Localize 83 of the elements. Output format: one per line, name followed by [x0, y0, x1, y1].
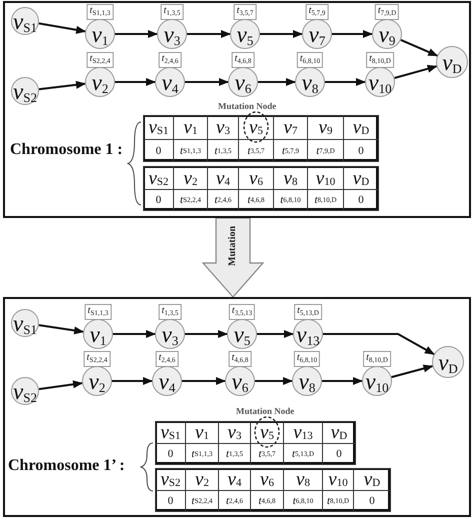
caption-text: Mutation Node: [236, 406, 294, 416]
panel: [3, 1, 471, 218]
arrow: [391, 364, 434, 378]
weight-label: t$_{8,10,D}$: [363, 351, 391, 367]
arrow: [257, 330, 294, 338]
weight-label: t$_{4,6,8}$: [228, 351, 252, 367]
arrow: [115, 30, 158, 38]
node-circle: v$_{4}$: [152, 366, 182, 396]
block-arrow: [202, 217, 264, 298]
arrow: [113, 330, 156, 338]
weight-label: t$_{S2,2,4}$: [86, 52, 114, 68]
weight-label: t$_{3,5,7}$: [234, 4, 256, 20]
caption-text: Mutation Node: [218, 101, 276, 111]
node-circle: v$_{S1}$: [11, 309, 39, 337]
node-circle: v$_{6}$: [225, 366, 255, 396]
arrow: [394, 64, 438, 79]
node-circle: v$_{8}$: [295, 67, 325, 97]
weight-label: t$_{5,7,9}$: [306, 4, 328, 20]
weight-label: t$_{6,8,10}$: [296, 52, 324, 68]
weight-label: t$_{5,13,D}$: [294, 304, 322, 320]
node-circle: v$_{13}$: [293, 319, 323, 349]
arrow: [258, 78, 296, 86]
table-cell: 0: [353, 490, 391, 512]
table-cell: 0: [155, 443, 186, 465]
chromosome-label: Chromosome 1 :: [10, 141, 123, 159]
arrow: [38, 324, 84, 334]
arrow: [323, 333, 435, 356]
node-circle: v$_{1}$: [83, 319, 113, 349]
node-circle: v$_{5}$: [227, 319, 257, 349]
arrow: [185, 330, 228, 338]
table-cell: 0: [143, 189, 174, 211]
arrow: [38, 80, 86, 90]
arrow: [260, 30, 303, 38]
node-circle: v$_{D}$: [436, 46, 468, 78]
weight-label: t$_{7,9,D}$: [374, 4, 400, 20]
node-circle: v$_{10}$: [362, 366, 392, 396]
weight-label: t$_{S2,2,4}$: [84, 351, 110, 367]
weight-label: t$_{S1,1,3}$: [84, 304, 112, 320]
table-cell: 0: [155, 490, 186, 512]
node-circle: v$_{7}$: [302, 19, 332, 49]
edge-label: Mutation: [228, 226, 238, 266]
table-cell: 0: [343, 189, 379, 211]
node-circle: v$_{9}$: [372, 19, 402, 49]
arrow: [185, 78, 229, 86]
arrow: [332, 30, 373, 38]
weight-label: t$_{1,3,5}$: [160, 4, 184, 20]
node-circle: v$_{3}$: [155, 319, 185, 349]
arrow: [400, 38, 438, 57]
table-cell: 0: [322, 443, 356, 465]
weight-label: t$_{4,6,8}$: [232, 52, 254, 68]
node-circle: v$_{6}$: [228, 67, 258, 97]
node-circle: v$_{S2}$: [11, 77, 39, 105]
weight-label: t$_{S1,1,3}$: [86, 4, 114, 20]
arrow: [325, 78, 366, 86]
arrow: [38, 380, 84, 390]
node-circle: v$_{5}$: [230, 19, 260, 49]
chromosome-label: Chromosome 1’ :: [8, 457, 125, 475]
node-circle: v$_{S1}$: [11, 7, 39, 35]
node-circle: v$_{10}$: [365, 67, 395, 97]
weight-label: t$_{8,10,D}$: [366, 52, 394, 68]
weight-label: t$_{1,3,5}$: [158, 304, 182, 320]
panel: [3, 297, 471, 517]
arrow: [182, 377, 226, 385]
node-circle: v$_{2}$: [85, 67, 115, 97]
weight-label: t$_{6,8,10}$: [294, 351, 320, 367]
table-cell: 0: [343, 139, 379, 162]
arrow: [322, 377, 363, 385]
arrow: [255, 377, 293, 385]
node-circle: v$_{1}$: [85, 19, 115, 49]
weight-label: t$_{2,4,6}$: [156, 351, 178, 367]
node-circle: v$_{D}$: [432, 346, 464, 378]
node-circle: v$_{3}$: [157, 19, 187, 49]
arrow: [112, 377, 153, 385]
arrow: [38, 22, 86, 34]
arrow: [115, 78, 156, 86]
arrow: [187, 30, 231, 38]
weight-label: t$_{2,4,6}$: [158, 52, 182, 68]
weight-label: t$_{3,5,13}$: [228, 304, 256, 320]
table-cell: 0: [143, 139, 174, 162]
node-circle: v$_{4}$: [155, 67, 185, 97]
node-circle: v$_{S2}$: [11, 377, 39, 405]
node-circle: v$_{8}$: [292, 366, 322, 396]
node-circle: v$_{2}$: [82, 366, 112, 396]
